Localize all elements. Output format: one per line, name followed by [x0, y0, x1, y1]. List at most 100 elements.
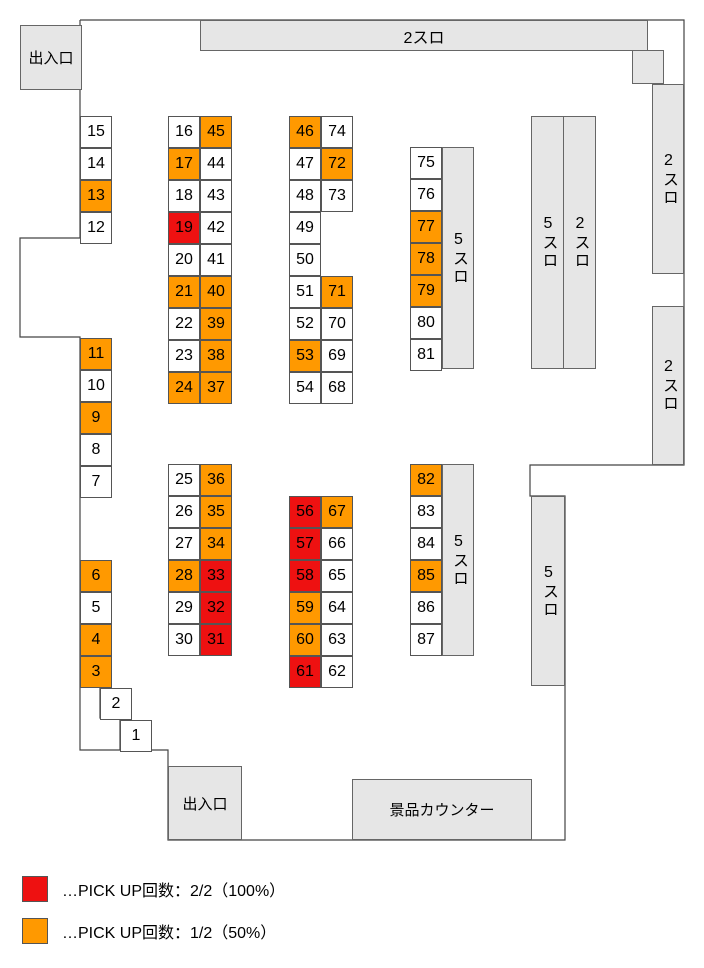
slot2-top-block: 2スロ	[200, 20, 648, 51]
machine-42: 42	[200, 212, 232, 244]
machine-35: 35	[200, 496, 232, 528]
machine-52: 52	[289, 308, 321, 340]
machine-44: 44	[200, 148, 232, 180]
slot2-top-step	[632, 50, 664, 84]
machine-68: 68	[321, 372, 353, 404]
legend-text-red: …PICK UP回数：2/2（100%）	[62, 883, 286, 900]
slot2-right-upper: 2スロ	[652, 84, 684, 274]
machine-12: 12	[80, 212, 112, 244]
machine-24: 24	[168, 372, 200, 404]
machine-15: 15	[80, 116, 112, 148]
machine-46: 46	[289, 116, 321, 148]
machine-9: 9	[80, 402, 112, 434]
machine-62: 62	[321, 656, 353, 688]
machine-70: 70	[321, 308, 353, 340]
machine-3: 3	[80, 656, 112, 688]
legend-text-orange: …PICK UP回数：1/2（50%）	[62, 925, 277, 942]
machine-78: 78	[410, 243, 442, 275]
machine-22: 22	[168, 308, 200, 340]
machine-80: 80	[410, 307, 442, 339]
machine-32: 32	[200, 592, 232, 624]
machine-34: 34	[200, 528, 232, 560]
machine-39: 39	[200, 308, 232, 340]
machine-10: 10	[80, 370, 112, 402]
machine-4: 4	[80, 624, 112, 656]
legend-row-orange: …PICK UP回数：1/2（50%）	[22, 918, 276, 944]
machine-56: 56	[289, 496, 321, 528]
machine-65: 65	[321, 560, 353, 592]
machine-74: 74	[321, 116, 353, 148]
machine-14: 14	[80, 148, 112, 180]
machine-29: 29	[168, 592, 200, 624]
machine-40: 40	[200, 276, 232, 308]
machine-1: 1	[120, 720, 152, 752]
machine-84: 84	[410, 528, 442, 560]
machine-64: 64	[321, 592, 353, 624]
machine-38: 38	[200, 340, 232, 372]
machine-87: 87	[410, 624, 442, 656]
entrance-bottom: 出入口	[168, 766, 242, 840]
machine-6: 6	[80, 560, 112, 592]
machine-58: 58	[289, 560, 321, 592]
machine-20: 20	[168, 244, 200, 276]
machine-33: 33	[200, 560, 232, 592]
machine-7: 7	[80, 466, 112, 498]
machine-19: 19	[168, 212, 200, 244]
legend-swatch-red	[22, 876, 48, 902]
machine-66: 66	[321, 528, 353, 560]
machine-67: 67	[321, 496, 353, 528]
legend-row-red: …PICK UP回数：2/2（100%）	[22, 876, 285, 902]
machine-54: 54	[289, 372, 321, 404]
machine-5: 5	[80, 592, 112, 624]
machine-82: 82	[410, 464, 442, 496]
machine-83: 83	[410, 496, 442, 528]
machine-18: 18	[168, 180, 200, 212]
machine-13: 13	[80, 180, 112, 212]
machine-48: 48	[289, 180, 321, 212]
machine-51: 51	[289, 276, 321, 308]
machine-27: 27	[168, 528, 200, 560]
machine-2: 2	[100, 688, 132, 720]
machine-60: 60	[289, 624, 321, 656]
machine-50: 50	[289, 244, 321, 276]
machine-69: 69	[321, 340, 353, 372]
machine-79: 79	[410, 275, 442, 307]
slot2-mid-block: 2スロ	[563, 116, 596, 369]
machine-43: 43	[200, 180, 232, 212]
prize-counter: 景品カウンター	[352, 779, 532, 840]
machine-49: 49	[289, 212, 321, 244]
machine-45: 45	[200, 116, 232, 148]
machine-16: 16	[168, 116, 200, 148]
machine-30: 30	[168, 624, 200, 656]
machine-57: 57	[289, 528, 321, 560]
machine-47: 47	[289, 148, 321, 180]
machine-61: 61	[289, 656, 321, 688]
machine-28: 28	[168, 560, 200, 592]
machine-72: 72	[321, 148, 353, 180]
slot5-island-upper: 5スロ	[442, 147, 474, 369]
machine-76: 76	[410, 179, 442, 211]
entrance-top: 出入口	[20, 25, 82, 90]
machine-75: 75	[410, 147, 442, 179]
machine-26: 26	[168, 496, 200, 528]
machine-63: 63	[321, 624, 353, 656]
machine-37: 37	[200, 372, 232, 404]
machine-85: 85	[410, 560, 442, 592]
machine-21: 21	[168, 276, 200, 308]
machine-77: 77	[410, 211, 442, 243]
machine-53: 53	[289, 340, 321, 372]
machine-25: 25	[168, 464, 200, 496]
machine-23: 23	[168, 340, 200, 372]
machine-11: 11	[80, 338, 112, 370]
slot5-right-lower: 5スロ	[531, 496, 565, 686]
slot5-island-lower: 5スロ	[442, 464, 474, 656]
machine-36: 36	[200, 464, 232, 496]
machine-73: 73	[321, 180, 353, 212]
legend-swatch-orange	[22, 918, 48, 944]
machine-59: 59	[289, 592, 321, 624]
slot2-right-lower: 2スロ	[652, 306, 684, 465]
slot5-mid-block: 5スロ	[531, 116, 564, 369]
machine-31: 31	[200, 624, 232, 656]
machine-41: 41	[200, 244, 232, 276]
machine-81: 81	[410, 339, 442, 371]
